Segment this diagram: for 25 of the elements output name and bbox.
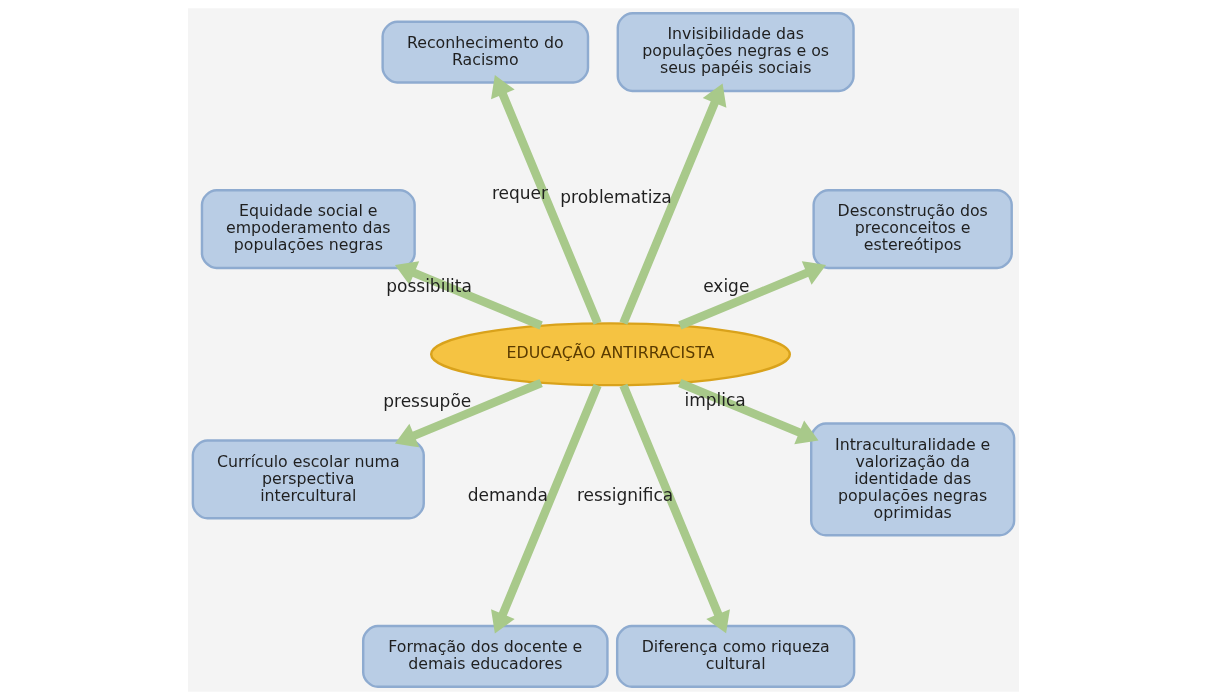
- node-box: Currículo escolar numa perspectiva intercultural: [191, 439, 425, 520]
- node-box: Reconhecimento do Racismo: [381, 20, 590, 84]
- arrow: [394, 379, 543, 448]
- node-box: Intraculturalidade e valorização da identidade das populações negras oprimidas: [810, 422, 1016, 537]
- node-ellipse: EDUCAÇÃO ANTIRRACISTA: [429, 322, 791, 387]
- edge-label: requer: [491, 182, 549, 203]
- edge-label: demanda: [467, 484, 548, 505]
- arrow: [394, 261, 543, 330]
- arrow: [678, 379, 819, 445]
- arrow: [491, 383, 602, 634]
- node-box: Diferença como riqueza cultural: [615, 624, 856, 689]
- edge-label: ressignifica: [576, 484, 674, 505]
- edge-label: exige: [703, 276, 750, 297]
- edge-label: problematiza: [560, 186, 672, 207]
- edge-label: pressupõe: [383, 391, 472, 412]
- arrow: [678, 261, 826, 330]
- arrow: [619, 383, 730, 634]
- arrow: [619, 83, 727, 325]
- node-box: Formação dos docente e demais educadores: [362, 624, 609, 689]
- node-box: Desconstrução dos preconceitos e estereótipos: [812, 189, 1013, 270]
- arrow: [491, 75, 602, 325]
- node-box: Invisibilidade das populações negras e os seus papéis sociais: [616, 11, 855, 93]
- edge-label: possibilita: [386, 276, 472, 297]
- node-box: Equidade social e empoderamento das populações negras: [200, 189, 416, 270]
- edge-label: implica: [684, 389, 746, 410]
